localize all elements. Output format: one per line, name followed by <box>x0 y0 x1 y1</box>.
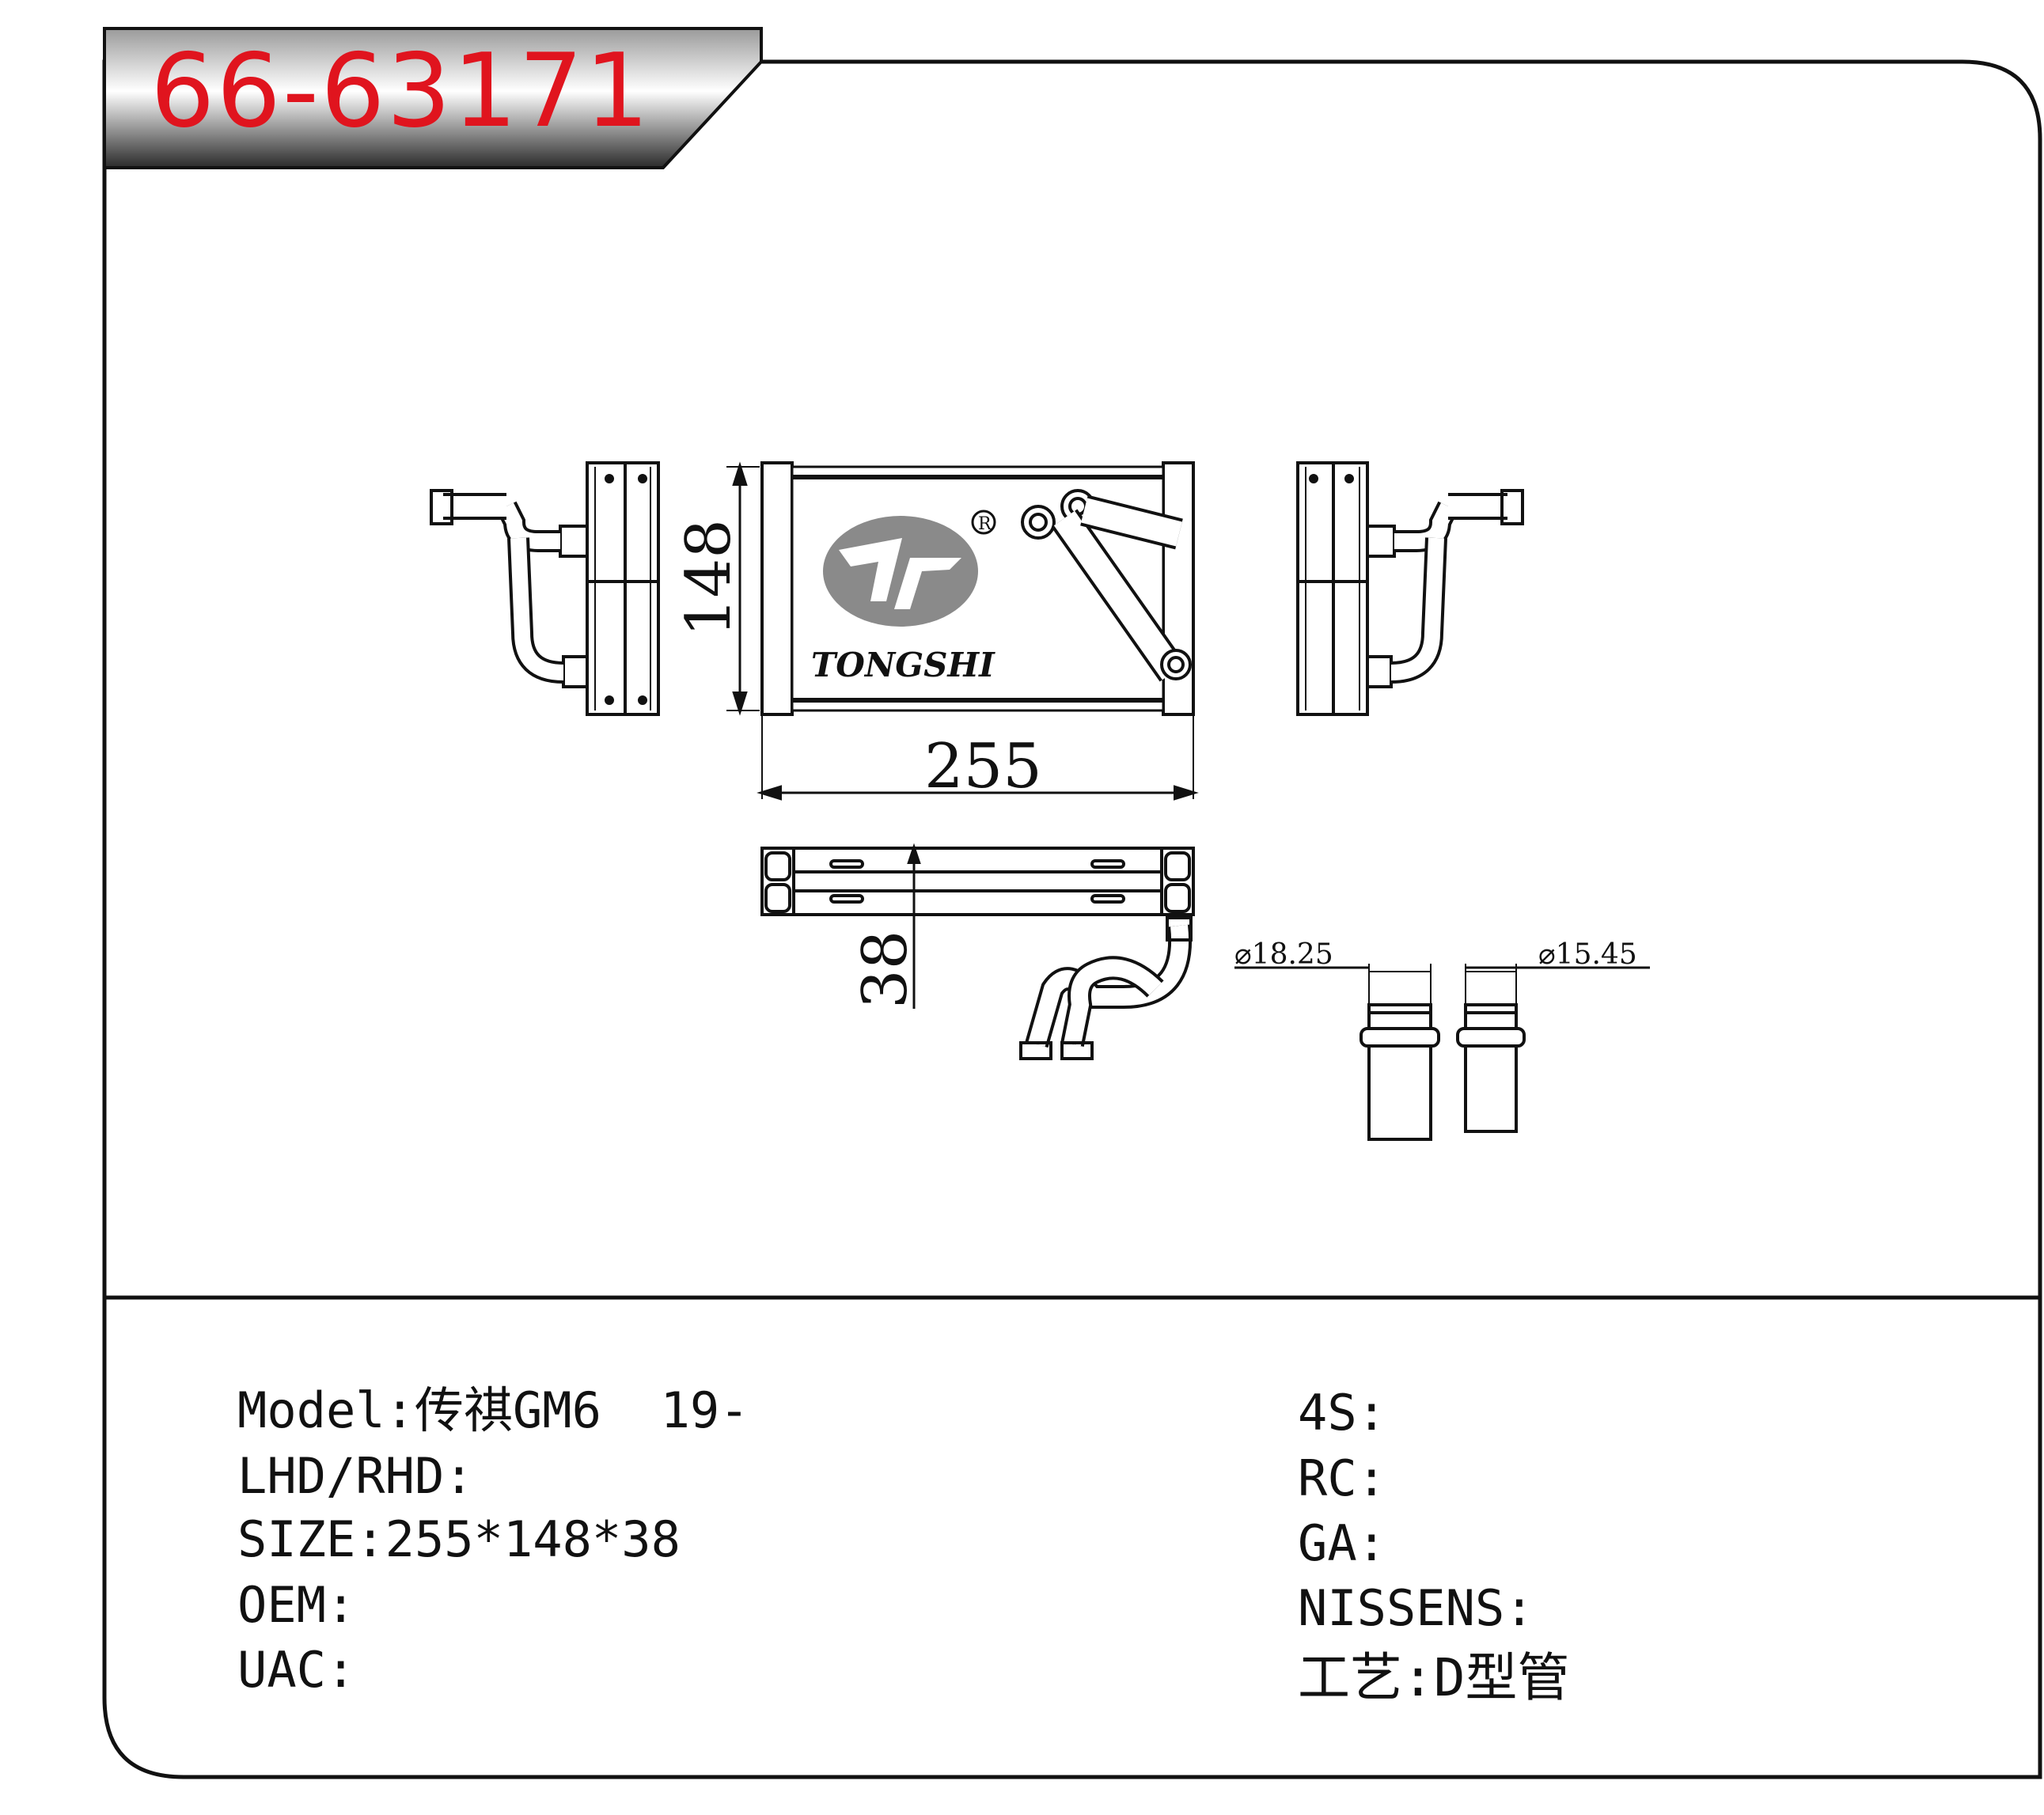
right-side-view <box>1296 461 1524 716</box>
spec-label: Model: <box>237 1381 415 1439</box>
spec-label: UAC: <box>237 1641 356 1699</box>
spec-ga: GA: <box>1298 1519 1386 1568</box>
spec-rc: RC: <box>1298 1454 1386 1503</box>
spec-label: LHD/RHD: <box>237 1447 474 1505</box>
part-number-title: 66-63171 <box>150 32 651 150</box>
spec-label: OEM: <box>237 1576 356 1634</box>
spec-label: GA: <box>1298 1514 1386 1572</box>
front-view <box>726 461 1199 801</box>
spec-process: 工艺:D型管 <box>1298 1652 1570 1704</box>
spec-label: NISSENS: <box>1298 1579 1534 1637</box>
registered-mark: R <box>978 514 992 534</box>
dim-depth: 38 <box>850 930 921 1009</box>
spec-lhd-rhd: LHD/RHD: <box>237 1452 474 1501</box>
spec-uac: UAC: <box>237 1646 355 1695</box>
title-tab <box>103 27 763 169</box>
spec-4s: 4S: <box>1298 1389 1386 1438</box>
tongshi-logo-mark <box>823 516 978 627</box>
spec-value: 255*148*38 <box>385 1510 681 1568</box>
spec-value: D型管 <box>1433 1647 1570 1708</box>
top-view <box>760 843 1195 1060</box>
spec-label: 4S: <box>1298 1384 1386 1442</box>
spec-label: SIZE: <box>237 1510 385 1568</box>
spec-label: 工艺: <box>1298 1647 1434 1708</box>
logo-wordmark: TONGSHI <box>811 646 995 684</box>
spec-label: RC: <box>1298 1449 1386 1507</box>
spec-model: Model:传祺GM6 19- <box>237 1386 749 1435</box>
spec-oem: OEM: <box>237 1581 355 1630</box>
spec-value: 传祺GM6 19- <box>414 1381 749 1439</box>
registered-icon <box>971 510 996 535</box>
left-side-view <box>430 461 660 716</box>
pipe-end-details <box>1234 964 1650 1141</box>
spec-size: SIZE:255*148*38 <box>237 1515 681 1564</box>
dim-pipe-diameter-1: ⌀18.25 <box>1234 938 1333 971</box>
sheet-border <box>102 59 2042 1779</box>
spec-nissens: NISSENS: <box>1298 1584 1534 1633</box>
dim-height: 148 <box>673 519 745 637</box>
dim-pipe-diameter-2: ⌀15.45 <box>1538 938 1637 971</box>
dim-width: 255 <box>924 731 1042 802</box>
